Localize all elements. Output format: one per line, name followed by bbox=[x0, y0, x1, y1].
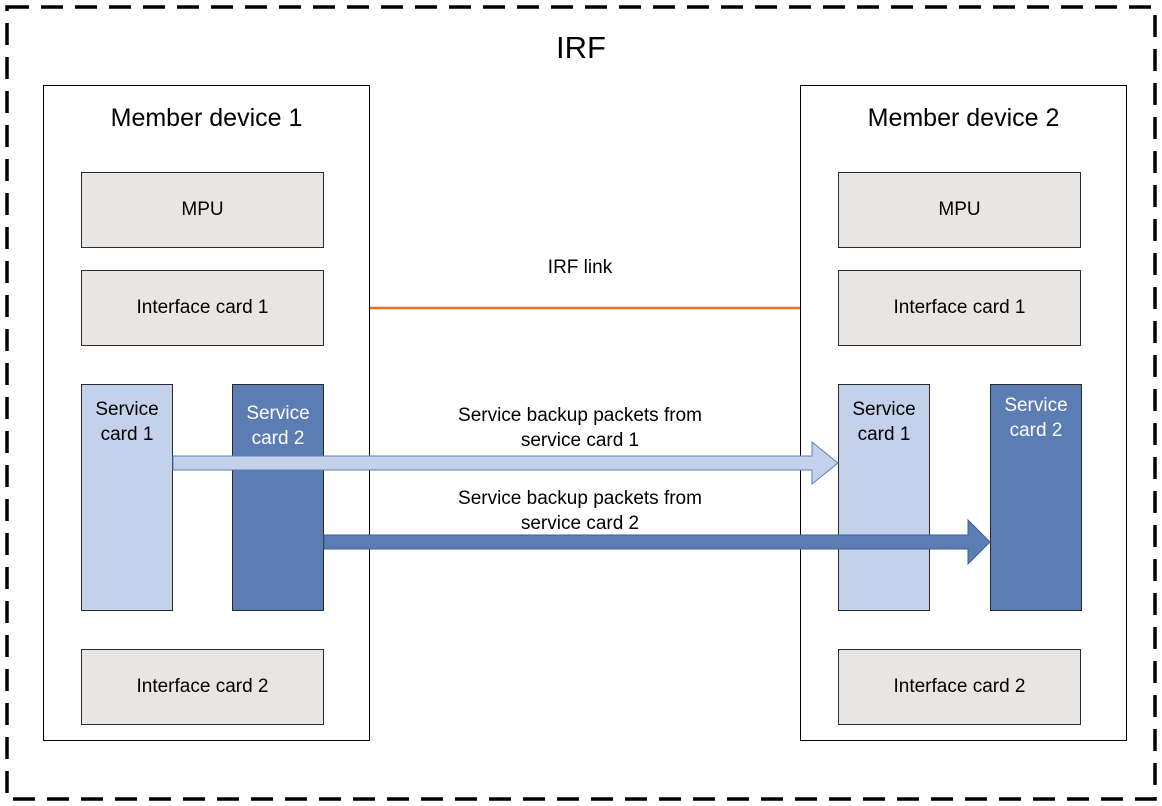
device-1-service-card-1: Service card 1 bbox=[81, 384, 173, 611]
device-2-interface-card-1: Interface card 1 bbox=[838, 270, 1081, 346]
device-2-service-card-2-label: Service card 2 bbox=[1004, 395, 1068, 441]
device-1-interface-card-1: Interface card 1 bbox=[81, 270, 324, 346]
device-1-mpu: MPU bbox=[81, 172, 324, 248]
device-2-service-card-2: Service card 2 bbox=[990, 384, 1082, 611]
device-2-interface-card-2: Interface card 2 bbox=[838, 649, 1081, 725]
device-1-title: Member device 1 bbox=[110, 104, 303, 132]
device-1-service-card-1-label: Service card 1 bbox=[95, 399, 159, 445]
backup-arrow-1 bbox=[172, 440, 839, 486]
backup-arrow-2 bbox=[323, 518, 991, 566]
irf-link-label: IRF link bbox=[547, 257, 613, 278]
device-2-service-card-1-label: Service card 1 bbox=[852, 399, 916, 445]
backup-packets-label-1: Service backup packets from service card… bbox=[458, 405, 702, 451]
device-2-title: Member device 2 bbox=[867, 104, 1060, 132]
device-2-mpu: MPU bbox=[838, 172, 1081, 248]
irf-boundary bbox=[5, 5, 1157, 801]
device-1-service-card-2-label: Service card 2 bbox=[246, 403, 310, 449]
backup-packets-label-2: Service backup packets from service card… bbox=[458, 488, 702, 534]
device-1-service-card-2: Service card 2 bbox=[232, 384, 324, 611]
irf-title: IRF bbox=[556, 30, 606, 65]
device-2-service-card-1: Service card 1 bbox=[838, 384, 930, 611]
device-1-interface-card-2: Interface card 2 bbox=[81, 649, 324, 725]
